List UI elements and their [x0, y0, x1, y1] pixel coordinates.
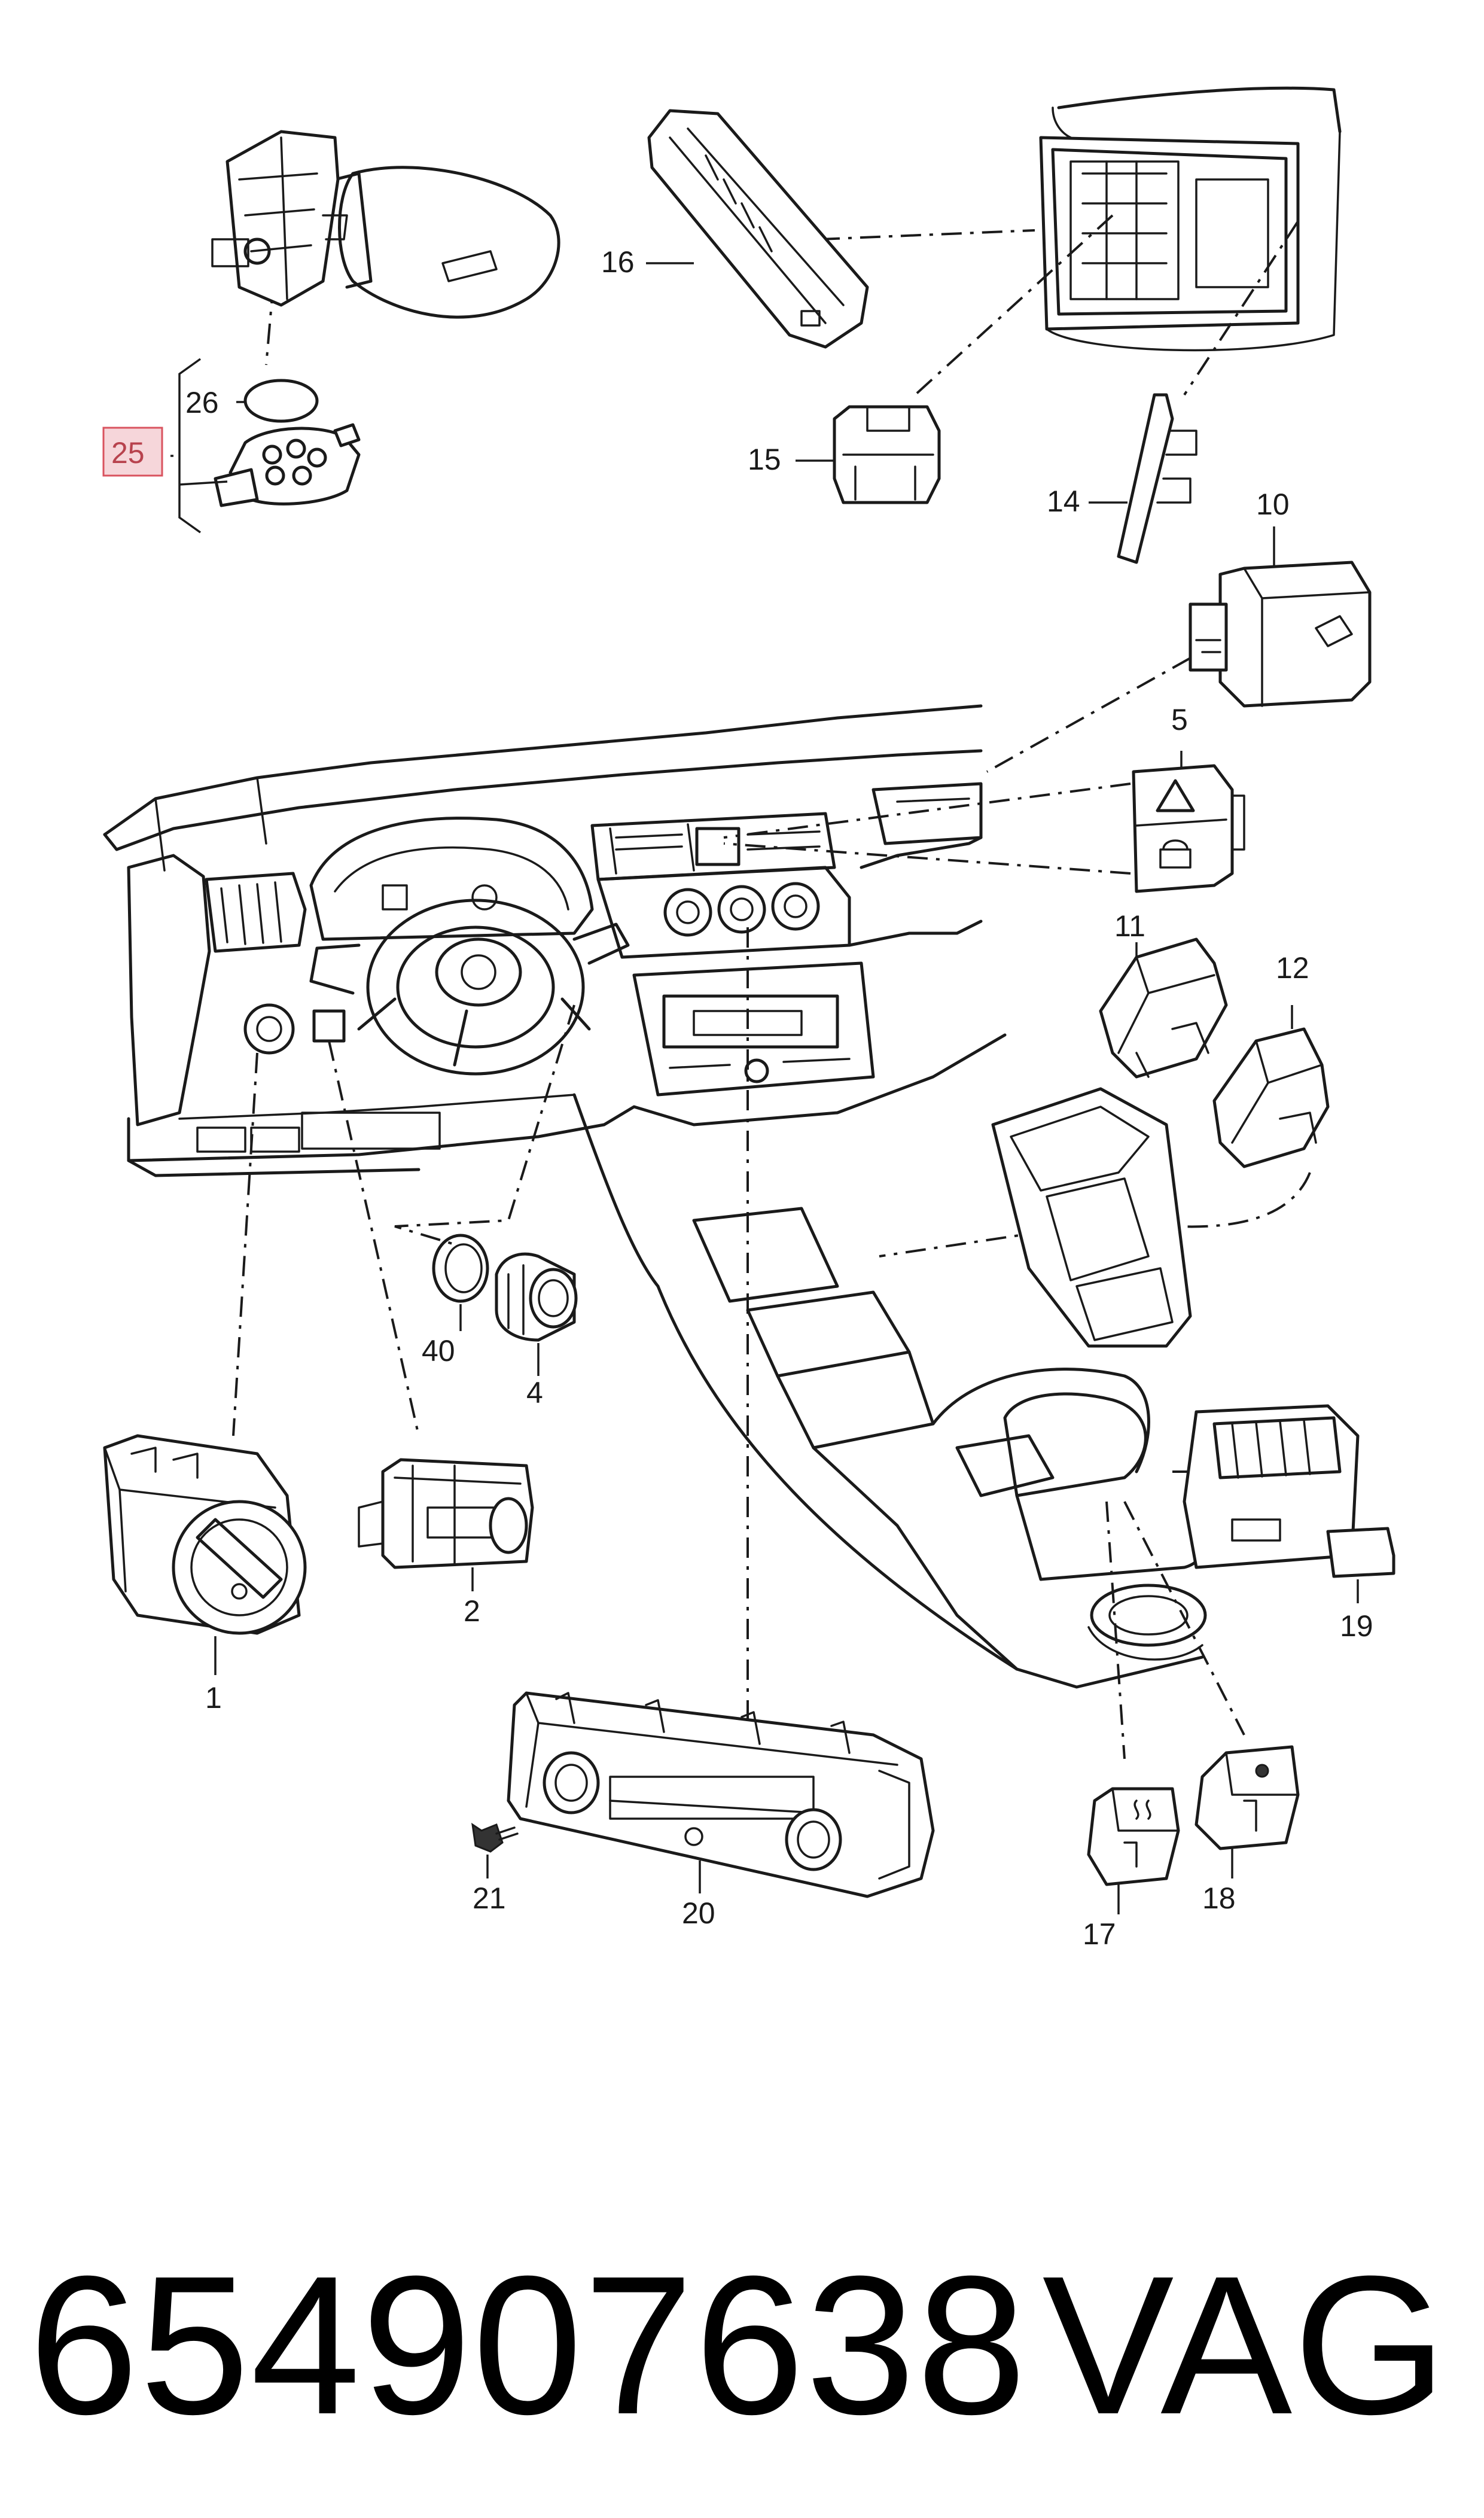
part-17-seat-heater-switch [1087, 1787, 1180, 1914]
callout-17: 17 [1083, 1917, 1116, 1951]
brand-label: VAG [1042, 2234, 1448, 2455]
callout-10: 10 [1256, 488, 1290, 521]
callout-14: 14 [1047, 485, 1080, 518]
part-1-light-switch [103, 1434, 307, 1675]
callout-40: 40 [422, 1334, 455, 1368]
callout-labels: 1 2 4 5 10 11 12 14 15 16 17 18 19 20 21… [185, 245, 1373, 1951]
part-10-switch [1189, 526, 1372, 708]
part-14-trim-strip [1089, 393, 1197, 564]
fusebox-housing [1039, 86, 1342, 352]
callout-16: 16 [601, 245, 635, 279]
part-21-screw [471, 1822, 519, 1878]
callout-1: 1 [205, 1681, 222, 1715]
callout-25: 25 [111, 436, 145, 470]
part-5-hazard-switch [1132, 751, 1245, 893]
callout-15: 15 [748, 443, 781, 476]
callout-25-highlight[interactable]: 25 [102, 427, 163, 477]
callout-12: 12 [1276, 951, 1309, 985]
callout-4: 4 [526, 1376, 543, 1409]
assembly-lines [232, 161, 1311, 1759]
callout-18: 18 [1202, 1881, 1236, 1915]
callout-19: 19 [1340, 1609, 1373, 1643]
part-20-climate-control-unit [507, 1691, 935, 1898]
part-18-seat-heater-switch [1194, 1745, 1300, 1878]
console-insert [991, 1087, 1192, 1348]
part-15-relay-carrier [796, 405, 941, 504]
part-19-socket-cover [1326, 1527, 1395, 1603]
part-2-rotary-switch [358, 1458, 534, 1591]
part-12-console-switch [1212, 1005, 1330, 1168]
callout-5: 5 [1171, 703, 1188, 736]
part-number: 654907638 [29, 2234, 1028, 2455]
group-bracket-25-26 [170, 358, 245, 534]
part-mirror-with-sensor [211, 130, 560, 319]
dashboard-assembly [103, 704, 1208, 1689]
callout-20: 20 [682, 1896, 715, 1930]
part-16-fuse-cover [646, 109, 869, 349]
callout-11: 11 [1114, 909, 1145, 943]
callout-26: 26 [185, 386, 219, 419]
callout-21: 21 [473, 1881, 506, 1915]
part-25-rain-light-sensor [214, 423, 361, 507]
callout-2: 2 [464, 1594, 480, 1628]
part-11-console-switch [1099, 937, 1228, 1079]
part-4-start-button [495, 1252, 578, 1376]
part-40-trim-ring [432, 1234, 489, 1331]
part-26-gasket [243, 379, 319, 423]
